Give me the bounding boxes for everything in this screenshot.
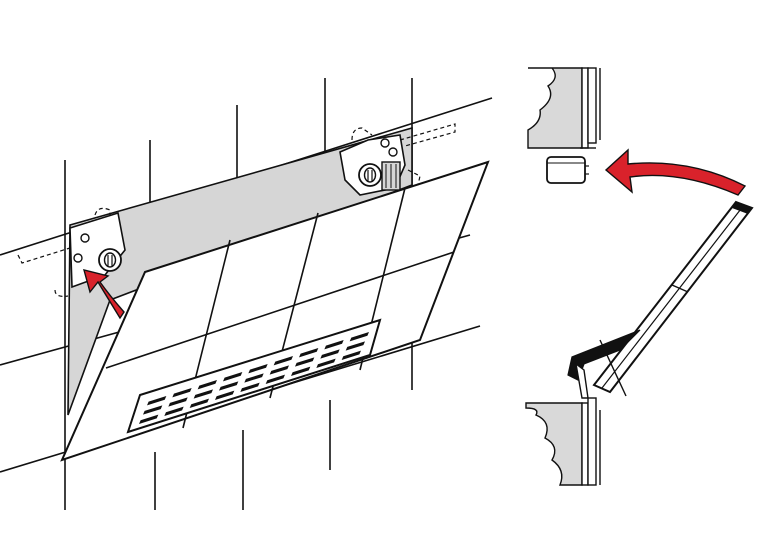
screw-hole (80, 233, 90, 243)
curved-arrow-icon (83, 269, 125, 320)
grille-slot (223, 372, 243, 382)
grille-slot (139, 414, 159, 424)
hidden-fixing-lines (17, 123, 456, 297)
grille-slot (248, 364, 268, 374)
curved-arrow-icon (604, 148, 747, 196)
grille-slot (164, 406, 184, 416)
grille-slot (295, 357, 315, 367)
grille-slot (219, 381, 239, 391)
section-lower-wall (525, 397, 601, 486)
screw-hole (73, 253, 83, 263)
catch-block (546, 156, 586, 184)
grille-slot (193, 389, 213, 399)
grille-slot (244, 373, 264, 383)
vent-grille (126, 318, 382, 434)
grille-slot (240, 382, 260, 392)
grille-slot (197, 380, 217, 390)
section-upper-wall (527, 67, 601, 149)
access-panel (60, 160, 490, 462)
grille-slot (341, 350, 361, 360)
screw-hole (388, 147, 398, 157)
grille-slot (168, 397, 188, 407)
grille-slot (316, 358, 336, 368)
grille-slot (172, 388, 192, 398)
grille-slot (345, 341, 365, 351)
screw-hole (380, 138, 390, 148)
grille-slot (299, 348, 319, 358)
grille-slot (265, 374, 285, 384)
grille-slot (273, 356, 293, 366)
grille-slot (189, 398, 209, 408)
grille-slot (147, 396, 167, 406)
left-hinge-bracket (69, 211, 126, 289)
section-panel (592, 200, 754, 394)
grille-slot (291, 366, 311, 376)
grille-slot (324, 340, 344, 350)
vent-grille-slots (139, 332, 369, 424)
grille-slot (215, 390, 235, 400)
grille-slot (349, 332, 369, 342)
grille-slot (320, 349, 340, 359)
grille-slot (269, 365, 289, 375)
grille-slot (143, 405, 163, 415)
right-hinge-bracket (339, 134, 406, 196)
